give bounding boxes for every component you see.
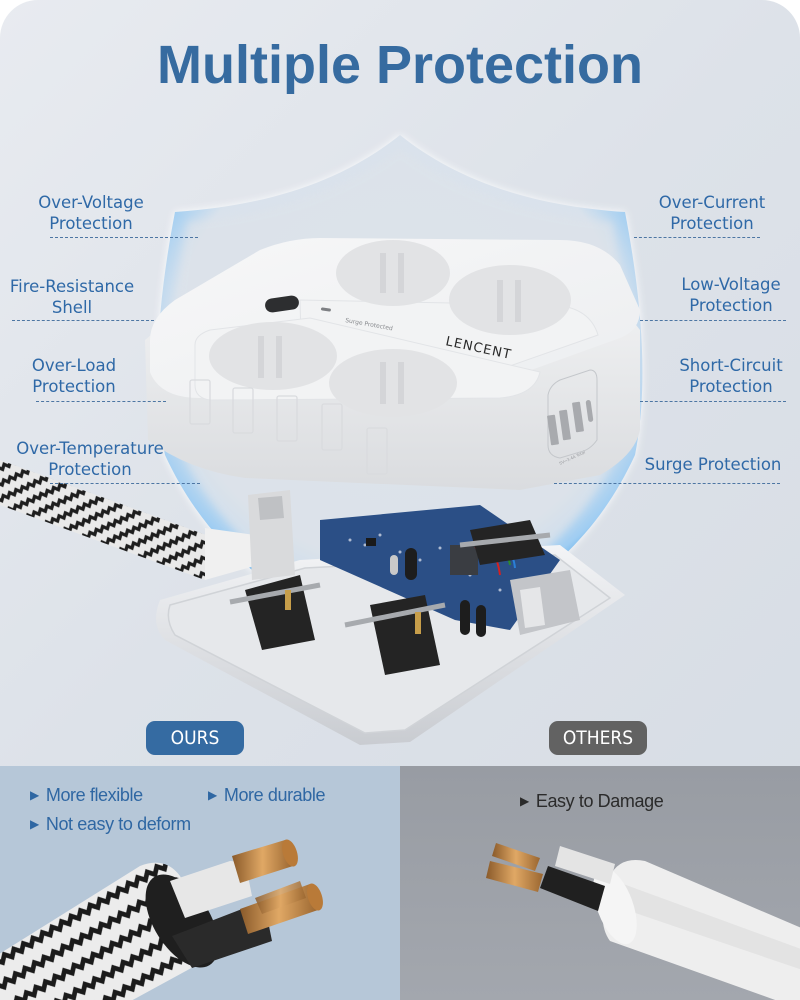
- dashed-leader-line: [12, 320, 154, 321]
- dashed-leader-line: [554, 483, 780, 484]
- page-title: Multiple Protection: [157, 35, 643, 95]
- ours-bullet-flexible: ▶More flexible: [30, 785, 143, 805]
- feature-short-circuit: Short-Circuit Protection: [640, 355, 788, 402]
- others-cable-panel: ▶Easy to Damage: [400, 766, 800, 1000]
- dashed-leader-line: [36, 401, 166, 402]
- dashed-leader-line: [50, 483, 200, 484]
- ours-cable-panel: ▶More flexible ▶More durable ▶Not easy t…: [0, 766, 400, 1000]
- ours-bullet-durable: ▶More durable: [208, 785, 326, 805]
- dashed-leader-line: [640, 401, 786, 402]
- feature-fire-resistance-shell: Fire-Resistance Shell: [8, 276, 154, 321]
- ours-tag: OURS: [146, 721, 244, 755]
- braided-cable-illustration: [0, 839, 323, 1000]
- feature-low-voltage: Low-Voltage Protection: [640, 274, 788, 321]
- dashed-leader-line: [634, 237, 760, 238]
- power-strip-illustration: Surge Protected LENCENT 5V⎓3.4A Total: [0, 238, 640, 745]
- feature-over-temperature: Over-Temperature Protection: [12, 438, 200, 484]
- dashed-leader-line: [50, 237, 198, 238]
- bullet-triangle-icon: ▶: [30, 788, 39, 802]
- feature-over-load: Over-Load Protection: [20, 355, 166, 402]
- ours-bullet-deform: ▶Not easy to deform: [30, 814, 191, 834]
- bullet-triangle-icon: ▶: [30, 817, 39, 831]
- bullet-triangle-icon: ▶: [208, 788, 217, 802]
- bullet-triangle-icon: ▶: [520, 794, 529, 808]
- others-bullet-damage: ▶Easy to Damage: [520, 791, 664, 811]
- feature-over-voltage: Over-Voltage Protection: [28, 192, 198, 238]
- feature-over-current: Over-Current Protection: [634, 192, 774, 238]
- plain-cable-illustration: [486, 843, 800, 1000]
- others-tag: OTHERS: [549, 721, 647, 755]
- feature-surge-protection: Surge Protection: [554, 454, 786, 484]
- dashed-leader-line: [640, 320, 786, 321]
